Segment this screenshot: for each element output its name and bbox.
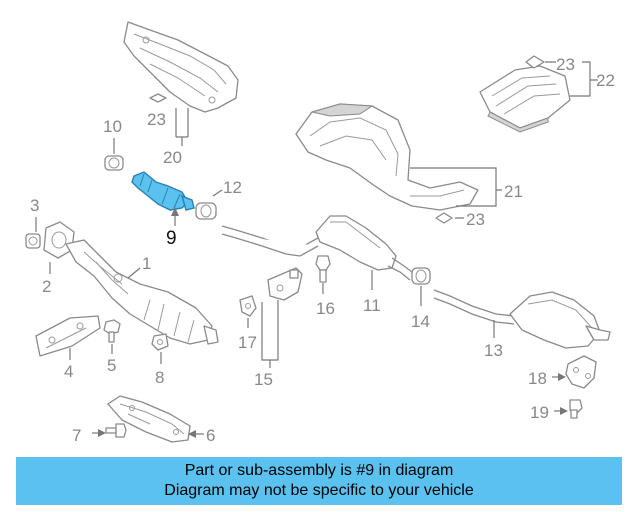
callout-6: 6: [206, 426, 215, 445]
callout-11: 11: [363, 296, 381, 315]
gasket-14[interactable]: [411, 267, 431, 285]
rubber-mount-17[interactable]: [239, 295, 257, 317]
clip-23a[interactable]: [149, 93, 167, 103]
leader-20: [175, 108, 189, 146]
front-pipe-1[interactable]: [65, 239, 219, 345]
callout-4: 4: [64, 362, 73, 381]
intermediate-pipe-11[interactable]: [221, 215, 413, 281]
hanger-bracket-18[interactable]: [565, 355, 597, 389]
callout-17: 17: [238, 333, 257, 352]
gasket-10[interactable]: [104, 155, 124, 171]
leader-19-arrow: [560, 407, 568, 415]
callout-9: 9: [166, 228, 177, 249]
gasket-2[interactable]: [43, 221, 75, 259]
callout-3: 3: [30, 196, 39, 215]
callout-7: 7: [72, 426, 81, 445]
callout-2: 2: [42, 277, 51, 296]
callout-22: 22: [596, 71, 615, 90]
bracket-4[interactable]: [35, 315, 101, 357]
hanger-15[interactable]: [267, 267, 303, 301]
info-banner: Part or sub-assembly is #9 in diagram Di…: [16, 457, 622, 505]
callout-23b: 23: [556, 55, 575, 74]
callout-19: 19: [530, 403, 549, 422]
leader-9-arrow: [171, 207, 179, 216]
exhaust-parts-diagram: 23 20 23 22 23 21 10 9: [25, 21, 615, 445]
gasket-12[interactable]: [195, 202, 217, 220]
callout-1: 1: [142, 254, 151, 273]
callout-13: 13: [484, 341, 503, 360]
callout-10: 10: [103, 117, 122, 136]
callout-21: 21: [504, 182, 523, 201]
leader-15-17: [247, 300, 279, 368]
bracket-8[interactable]: [151, 333, 169, 351]
bolt-5[interactable]: [103, 319, 121, 343]
heat-shield-6[interactable]: [107, 395, 191, 443]
leader-1: [127, 267, 141, 279]
callout-12: 12: [223, 178, 242, 197]
catalytic-converter-9[interactable]: [131, 171, 195, 211]
clip-23b[interactable]: [525, 55, 545, 69]
callout-8: 8: [155, 368, 164, 387]
callout-14: 14: [411, 312, 430, 331]
leader-6-arrow: [188, 430, 196, 438]
stud-16[interactable]: [315, 255, 331, 283]
callout-15: 15: [254, 370, 273, 389]
callout-16: 16: [316, 299, 335, 318]
callout-23c: 23: [466, 210, 485, 229]
callout-23a: 23: [147, 110, 166, 129]
leader-21: [410, 167, 502, 219]
leader-22: [545, 61, 598, 97]
clip-23c[interactable]: [435, 212, 453, 224]
heat-shield-21[interactable]: [295, 103, 479, 211]
leader-18-arrow: [558, 373, 566, 381]
heat-shield-22[interactable]: [479, 65, 571, 133]
bolt-7[interactable]: [105, 423, 127, 438]
callout-18: 18: [528, 369, 547, 388]
gasket-3[interactable]: [25, 233, 41, 249]
leader-7-arrow: [98, 429, 106, 437]
callout-5: 5: [107, 356, 116, 375]
heat-shield-20[interactable]: [123, 21, 239, 113]
leader-12: [212, 189, 223, 197]
callout-20: 20: [163, 148, 182, 167]
rear-muffler-13[interactable]: [433, 289, 611, 349]
bolt-19[interactable]: [569, 399, 583, 419]
banner-line-1: Part or sub-assembly is #9 in diagram: [184, 462, 454, 479]
banner-line-2: Diagram may not be specific to your vehi…: [164, 482, 474, 499]
